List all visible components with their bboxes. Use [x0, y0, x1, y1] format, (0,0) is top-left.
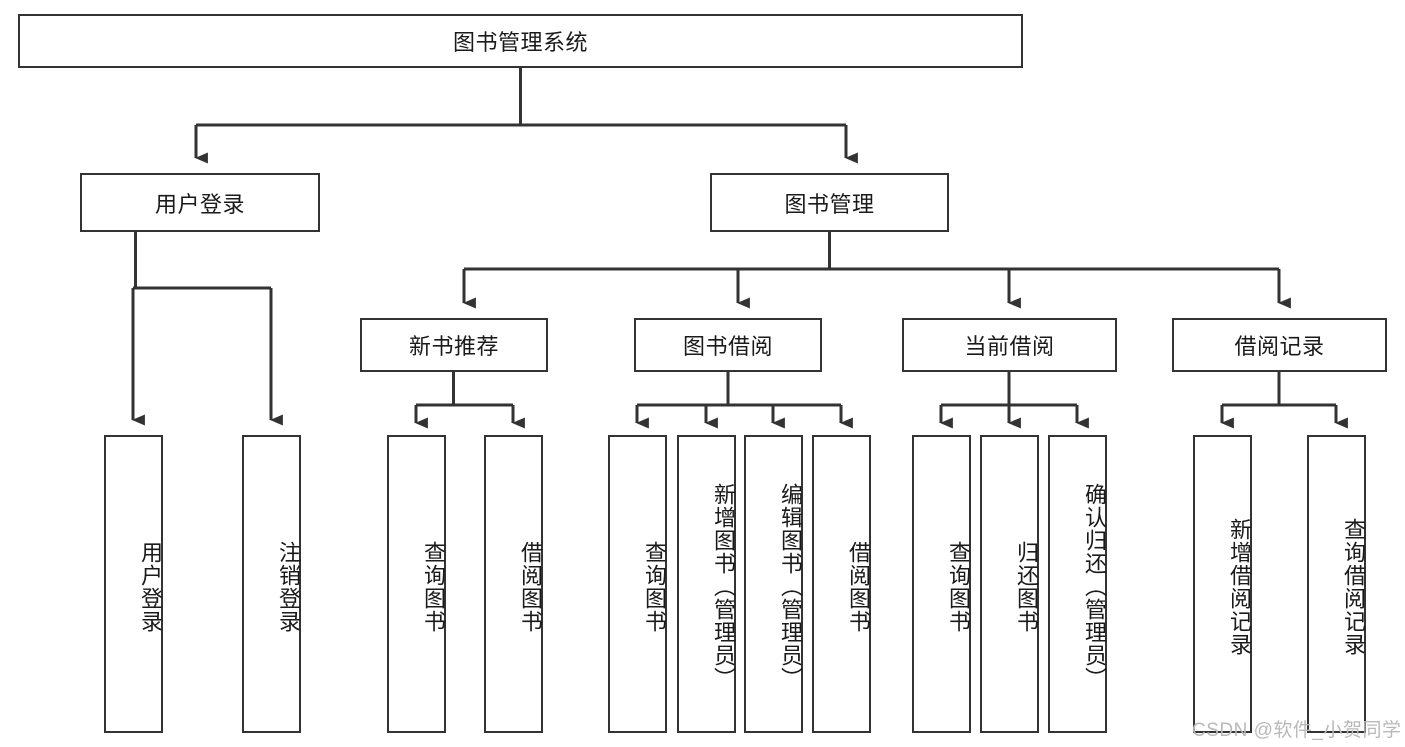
leaf-borrow-add-book[interactable]: 新增图书（管理员）	[677, 435, 736, 733]
leaf-borrow-borrow-book[interactable]: 借阅图书	[812, 435, 871, 733]
leaf-label: 查询图书	[946, 541, 971, 633]
node-user-login[interactable]: 用户登录	[80, 173, 320, 232]
node-new-book-recommend[interactable]: 新书推荐	[360, 318, 548, 372]
leaf-label: 注销登录	[276, 541, 301, 633]
leaf-current-confirm-return[interactable]: 确认归还（管理员）	[1048, 435, 1107, 733]
leaf-label: 编辑图书（管理员）	[778, 482, 803, 690]
node-book-management[interactable]: 图书管理	[710, 173, 949, 232]
node-root[interactable]: 图书管理系统	[18, 14, 1023, 68]
leaf-borrow-query-book[interactable]: 查询图书	[608, 435, 667, 733]
leaf-label: 新增图书（管理员）	[711, 482, 736, 690]
leaf-label: 用户登录	[138, 541, 163, 633]
leaf-user-login-login[interactable]: 用户登录	[104, 435, 163, 733]
leaf-current-return-book[interactable]: 归还图书	[980, 435, 1039, 733]
leaf-current-query-book[interactable]: 查询图书	[912, 435, 971, 733]
leaf-new-book-query[interactable]: 查询图书	[387, 435, 446, 733]
node-current-borrow[interactable]: 当前借阅	[902, 318, 1117, 372]
node-current-borrow-label: 当前借阅	[964, 334, 1055, 359]
node-root-label: 图书管理系统	[452, 30, 588, 55]
leaf-label: 查询借阅记录	[1341, 518, 1366, 656]
node-book-borrow[interactable]: 图书借阅	[634, 318, 822, 372]
leaf-borrow-edit-book[interactable]: 编辑图书（管理员）	[744, 435, 803, 733]
leaf-label: 新增借阅记录	[1227, 518, 1252, 656]
node-user-login-label: 用户登录	[154, 191, 245, 217]
leaf-new-book-borrow[interactable]: 借阅图书	[484, 435, 543, 733]
leaf-label: 归还图书	[1014, 541, 1039, 633]
csdn-watermark: CSDN @软件_小贺同学	[1192, 720, 1402, 741]
node-borrow-record-label: 借阅记录	[1234, 334, 1325, 359]
leaf-label: 查询图书	[421, 541, 446, 633]
leaf-record-query[interactable]: 查询借阅记录	[1307, 435, 1366, 733]
leaf-label: 借阅图书	[846, 541, 871, 633]
node-new-book-recommend-label: 新书推荐	[408, 334, 499, 359]
leaf-label: 确认归还（管理员）	[1082, 482, 1107, 690]
leaf-label: 查询图书	[642, 541, 667, 633]
node-book-management-label: 图书管理	[784, 191, 875, 217]
leaf-label: 借阅图书	[518, 541, 543, 633]
leaf-user-login-logout[interactable]: 注销登录	[242, 435, 301, 733]
leaf-record-add[interactable]: 新增借阅记录	[1193, 435, 1252, 733]
node-book-borrow-label: 图书借阅	[682, 334, 773, 359]
node-borrow-record[interactable]: 借阅记录	[1172, 318, 1387, 372]
